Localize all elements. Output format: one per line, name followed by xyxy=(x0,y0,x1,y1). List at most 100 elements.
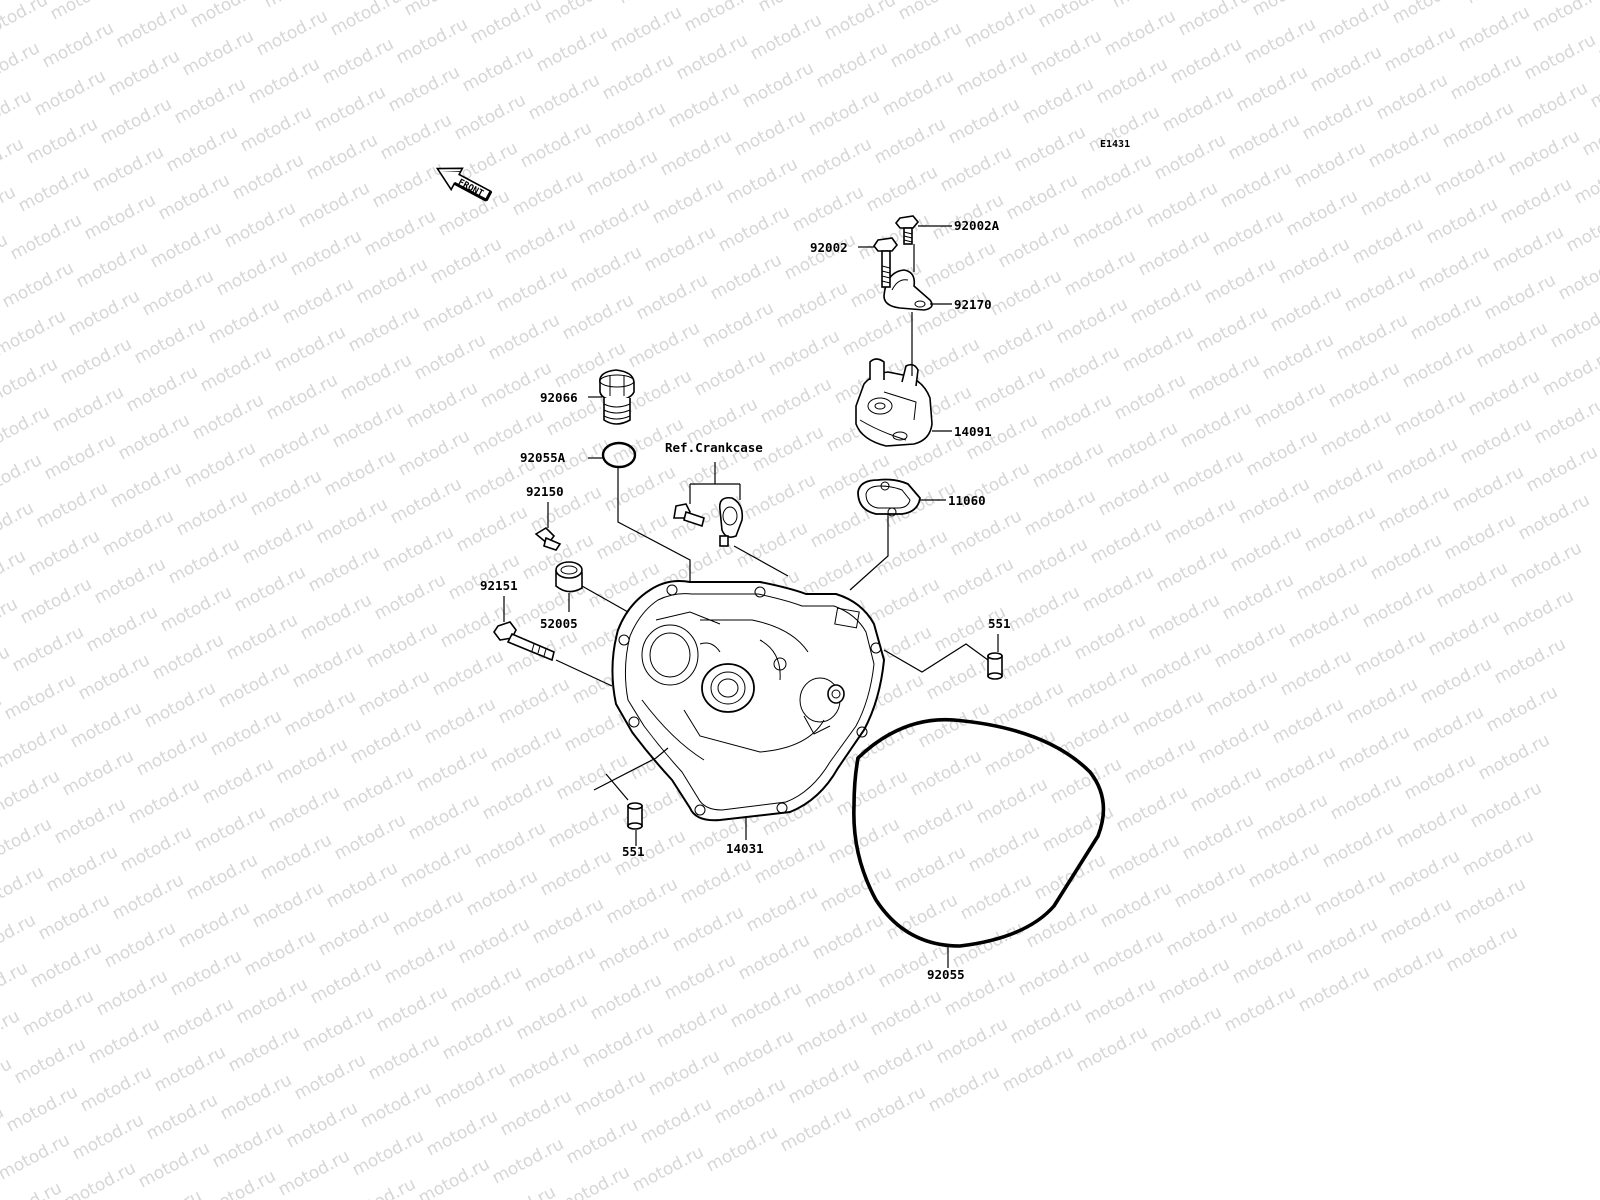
watermark-text: motod.ru xyxy=(1053,294,1131,348)
watermark-text: motod.ru xyxy=(907,746,985,800)
part-label-11060[interactable]: 11060 xyxy=(948,493,986,508)
watermark-text: motod.ru xyxy=(179,26,257,80)
watermark-text: motod.ru xyxy=(81,190,159,244)
watermark-text: motod.ru xyxy=(369,158,447,212)
watermark-text: motod.ru xyxy=(1071,610,1149,664)
watermark-text: motod.ru xyxy=(801,958,879,1012)
diagram-code: E1431 xyxy=(1100,139,1130,150)
watermark-text: motod.ru xyxy=(133,726,211,780)
watermark-text: motod.ru xyxy=(1137,638,1215,692)
watermark-text: motod.ru xyxy=(973,774,1051,828)
watermark-text: motod.ru xyxy=(223,610,301,664)
watermark-text: motod.ru xyxy=(291,1050,369,1104)
watermark-text: motod.ru xyxy=(839,306,917,360)
part-label-52005[interactable]: 52005 xyxy=(540,616,578,631)
watermark-text: motod.ru xyxy=(1187,762,1265,816)
part-label-92151[interactable]: 92151 xyxy=(480,578,518,593)
part-label-92002[interactable]: 92002 xyxy=(810,240,848,255)
part-label-92055[interactable]: 92055 xyxy=(927,967,965,982)
part-label-92002a[interactable]: 92002A xyxy=(954,218,1000,233)
watermark-text: motod.ru xyxy=(89,142,167,196)
watermark-text: motod.ru xyxy=(1195,714,1273,768)
watermark-text: motod.ru xyxy=(253,6,331,60)
watermark-text: motod.ru xyxy=(1089,926,1167,980)
watermark-text: motod.ru xyxy=(1155,954,1233,1008)
watermark-text: motod.ru xyxy=(629,1142,707,1196)
watermark-text: motod.ru xyxy=(349,1126,427,1180)
part-label-92066[interactable]: 92066 xyxy=(540,390,578,405)
watermark-text: motod.ru xyxy=(65,286,143,340)
watermark-text: motod.ru xyxy=(797,134,875,188)
watermark-text: motod.ru xyxy=(1563,202,1600,256)
watermark-text: motod.ru xyxy=(249,878,327,932)
part-label-92150[interactable]: 92150 xyxy=(526,484,564,499)
watermark-text: motod.ru xyxy=(1539,346,1600,400)
watermark-text: motod.ru xyxy=(377,110,455,164)
watermark-text: motod.ru xyxy=(327,0,405,40)
watermark-text: motod.ru xyxy=(633,270,711,324)
part-label-551-left[interactable]: 551 xyxy=(622,844,645,859)
watermark-text: motod.ru xyxy=(957,870,1035,924)
watermark-text: motod.ru xyxy=(173,486,251,540)
watermark-text: motod.ru xyxy=(735,930,813,984)
watermark-text: motod.ru xyxy=(9,622,87,676)
watermark-text: motod.ru xyxy=(1311,866,1389,920)
watermark-text: motod.ru xyxy=(139,266,217,320)
watermark-text: motod.ru xyxy=(0,258,77,312)
watermark-text: motod.ru xyxy=(1391,386,1469,440)
watermark-text: motod.ru xyxy=(1,670,79,724)
watermark-text: motod.ru xyxy=(785,1054,863,1108)
watermark-text: motod.ru xyxy=(347,714,425,768)
watermark-text: motod.ru xyxy=(1045,342,1123,396)
watermark-text: motod.ru xyxy=(401,0,479,20)
watermark-text: motod.ru xyxy=(997,630,1075,684)
watermark-text: motod.ru xyxy=(1021,486,1099,540)
watermark-text: motod.ru xyxy=(1209,206,1287,260)
watermark-text: motod.ru xyxy=(505,1038,583,1092)
watermark-text: motod.ru xyxy=(757,374,835,428)
watermark-text: motod.ru xyxy=(231,562,309,616)
watermark-text: motod.ru xyxy=(1407,290,1485,344)
watermark-text: motod.ru xyxy=(913,286,991,340)
watermark-text: motod.ru xyxy=(387,474,465,528)
watermark-text: motod.ru xyxy=(123,362,201,416)
watermark-text: motod.ru xyxy=(637,1094,715,1148)
watermark-text: motod.ru xyxy=(879,66,957,120)
watermark-text: motod.ru xyxy=(313,494,391,548)
watermark-text: motod.ru xyxy=(1489,222,1567,276)
watermark-text: motod.ru xyxy=(1015,946,1093,1000)
watermark-text: motod.ru xyxy=(739,58,817,112)
watermark-text: motod.ru xyxy=(411,330,489,384)
watermark-text: motod.ru xyxy=(287,226,365,280)
watermark-text: motod.ru xyxy=(321,446,399,500)
watermark-text: motod.ru xyxy=(1035,0,1113,32)
watermark-text: motod.ru xyxy=(459,42,537,96)
watermark-text: motod.ru xyxy=(0,862,47,916)
part-label-14031[interactable]: 14031 xyxy=(726,841,764,856)
watermark-text: motod.ru xyxy=(0,594,21,648)
part-label-92055a[interactable]: 92055A xyxy=(520,450,566,465)
watermark-text: motod.ru xyxy=(1595,10,1600,64)
bolt-92151-drawing xyxy=(493,621,555,662)
bolt-92002-drawing xyxy=(873,237,899,288)
part-label-92170[interactable]: 92170 xyxy=(954,297,992,312)
watermark-text: motod.ru xyxy=(677,854,755,908)
watermark-text: motod.ru xyxy=(1301,502,1379,556)
watermark-text: motod.ru xyxy=(0,1102,7,1156)
watermark-text: motod.ru xyxy=(225,1022,303,1076)
watermark-text: motod.ru xyxy=(213,246,291,300)
watermark-text: motod.ru xyxy=(487,722,565,776)
watermark-text: motod.ru xyxy=(175,898,253,952)
watermark-text: motod.ru xyxy=(73,238,151,292)
watermark-text: motod.ru xyxy=(947,506,1025,560)
watermark-text: motod.ru xyxy=(537,846,615,900)
watermark-text: motod.ru xyxy=(101,918,179,972)
part-label-14091[interactable]: 14091 xyxy=(954,424,992,439)
part-label-551-right[interactable]: 551 xyxy=(988,616,1011,631)
watermark-text: motod.ru xyxy=(421,694,499,748)
watermark-text: motod.ru xyxy=(233,974,311,1028)
watermark-text: motod.ru xyxy=(363,618,441,672)
watermark-text: motod.ru xyxy=(47,0,125,24)
watermark-text: motod.ru xyxy=(925,1062,1003,1116)
